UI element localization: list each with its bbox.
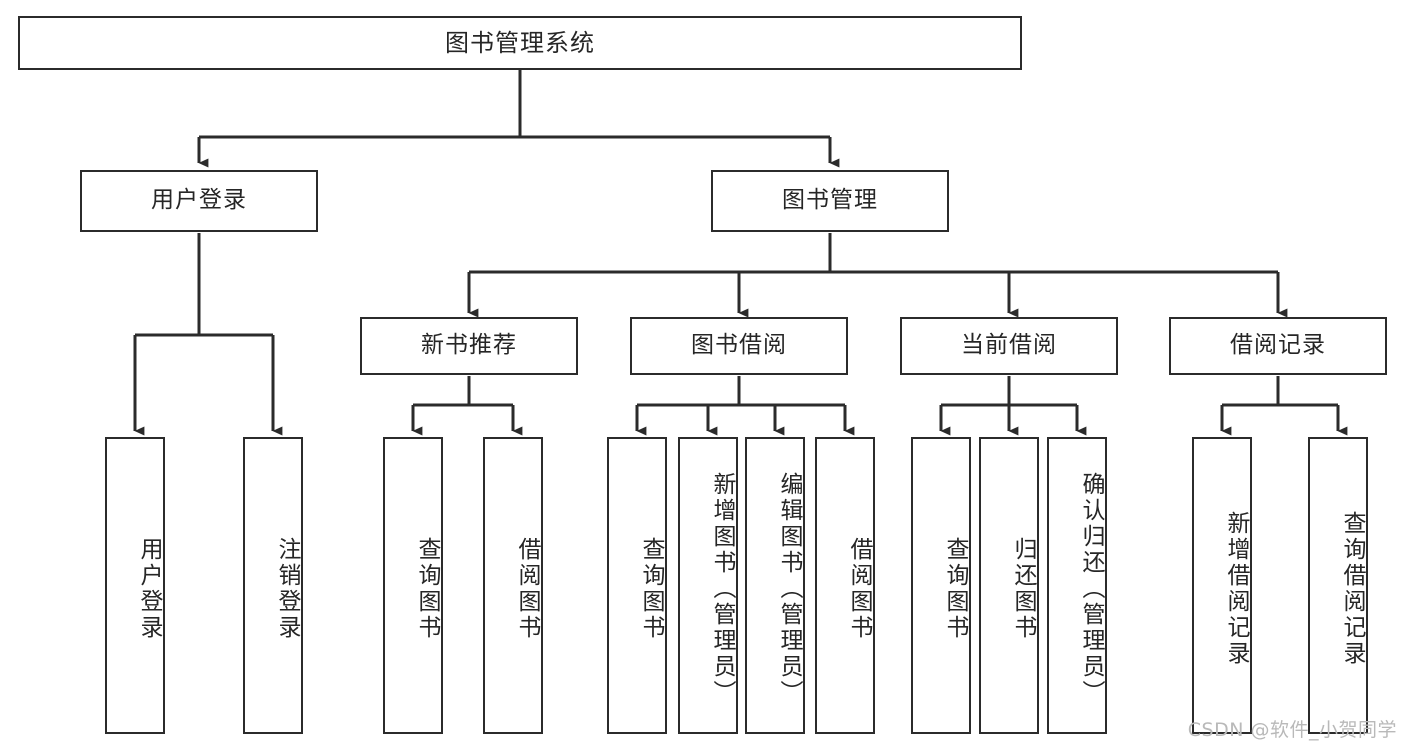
node-book-borrow[interactable]: 图书借阅 bbox=[630, 317, 848, 375]
csdn-watermark: CSDN @软件_小贺同学 bbox=[1187, 719, 1397, 741]
leaf-borrow-edit-book-admin[interactable]: 编辑图书（管理员） bbox=[745, 437, 805, 734]
leaf-borrow-add-book-admin[interactable]: 新增图书（管理员） bbox=[678, 437, 738, 734]
node-label: 新增借阅记录 bbox=[1223, 510, 1249, 667]
leaf-user-login-login[interactable]: 用户登录 bbox=[105, 437, 165, 734]
node-label: 用户登录 bbox=[136, 536, 162, 641]
node-label: 查询图书 bbox=[638, 536, 664, 641]
leaf-current-return-book[interactable]: 归还图书 bbox=[979, 437, 1039, 734]
node-label: 注销登录 bbox=[274, 536, 300, 641]
node-label: 用户登录 bbox=[151, 187, 247, 214]
node-user-login[interactable]: 用户登录 bbox=[80, 170, 318, 232]
node-label: 查询借阅记录 bbox=[1339, 510, 1365, 667]
node-book-management[interactable]: 图书管理 bbox=[711, 170, 949, 232]
node-borrow-record[interactable]: 借阅记录 bbox=[1169, 317, 1387, 375]
node-label: 查询图书 bbox=[942, 536, 968, 641]
leaf-current-query-book[interactable]: 查询图书 bbox=[911, 437, 971, 734]
leaf-new-book-borrow[interactable]: 借阅图书 bbox=[483, 437, 543, 734]
leaf-current-confirm-return-admin[interactable]: 确认归还（管理员） bbox=[1047, 437, 1107, 734]
node-label: 查询图书 bbox=[414, 536, 440, 641]
node-label: 编辑图书（管理员） bbox=[776, 471, 802, 706]
leaf-user-login-logout[interactable]: 注销登录 bbox=[243, 437, 303, 734]
leaf-new-book-query[interactable]: 查询图书 bbox=[383, 437, 443, 734]
leaf-record-query-record[interactable]: 查询借阅记录 bbox=[1308, 437, 1368, 734]
node-label: 图书管理 bbox=[782, 187, 878, 214]
node-label: 图书借阅 bbox=[691, 332, 787, 359]
leaf-record-add-record[interactable]: 新增借阅记录 bbox=[1192, 437, 1252, 734]
leaf-borrow-query-book[interactable]: 查询图书 bbox=[607, 437, 667, 734]
leaf-borrow-borrow-book[interactable]: 借阅图书 bbox=[815, 437, 875, 734]
node-label: 借阅图书 bbox=[846, 536, 872, 641]
node-label: 借阅记录 bbox=[1230, 332, 1326, 359]
node-label: 当前借阅 bbox=[961, 332, 1057, 359]
node-label: 新书推荐 bbox=[421, 332, 517, 359]
node-label: 新增图书（管理员） bbox=[709, 471, 735, 706]
node-root-book-management-system[interactable]: 图书管理系统 bbox=[18, 16, 1022, 70]
node-new-book-recommend[interactable]: 新书推荐 bbox=[360, 317, 578, 375]
node-label: 确认归还（管理员） bbox=[1078, 471, 1104, 706]
node-label: 归还图书 bbox=[1010, 536, 1036, 641]
node-label: 借阅图书 bbox=[514, 536, 540, 641]
node-label: 图书管理系统 bbox=[445, 28, 595, 57]
node-current-borrow[interactable]: 当前借阅 bbox=[900, 317, 1118, 375]
